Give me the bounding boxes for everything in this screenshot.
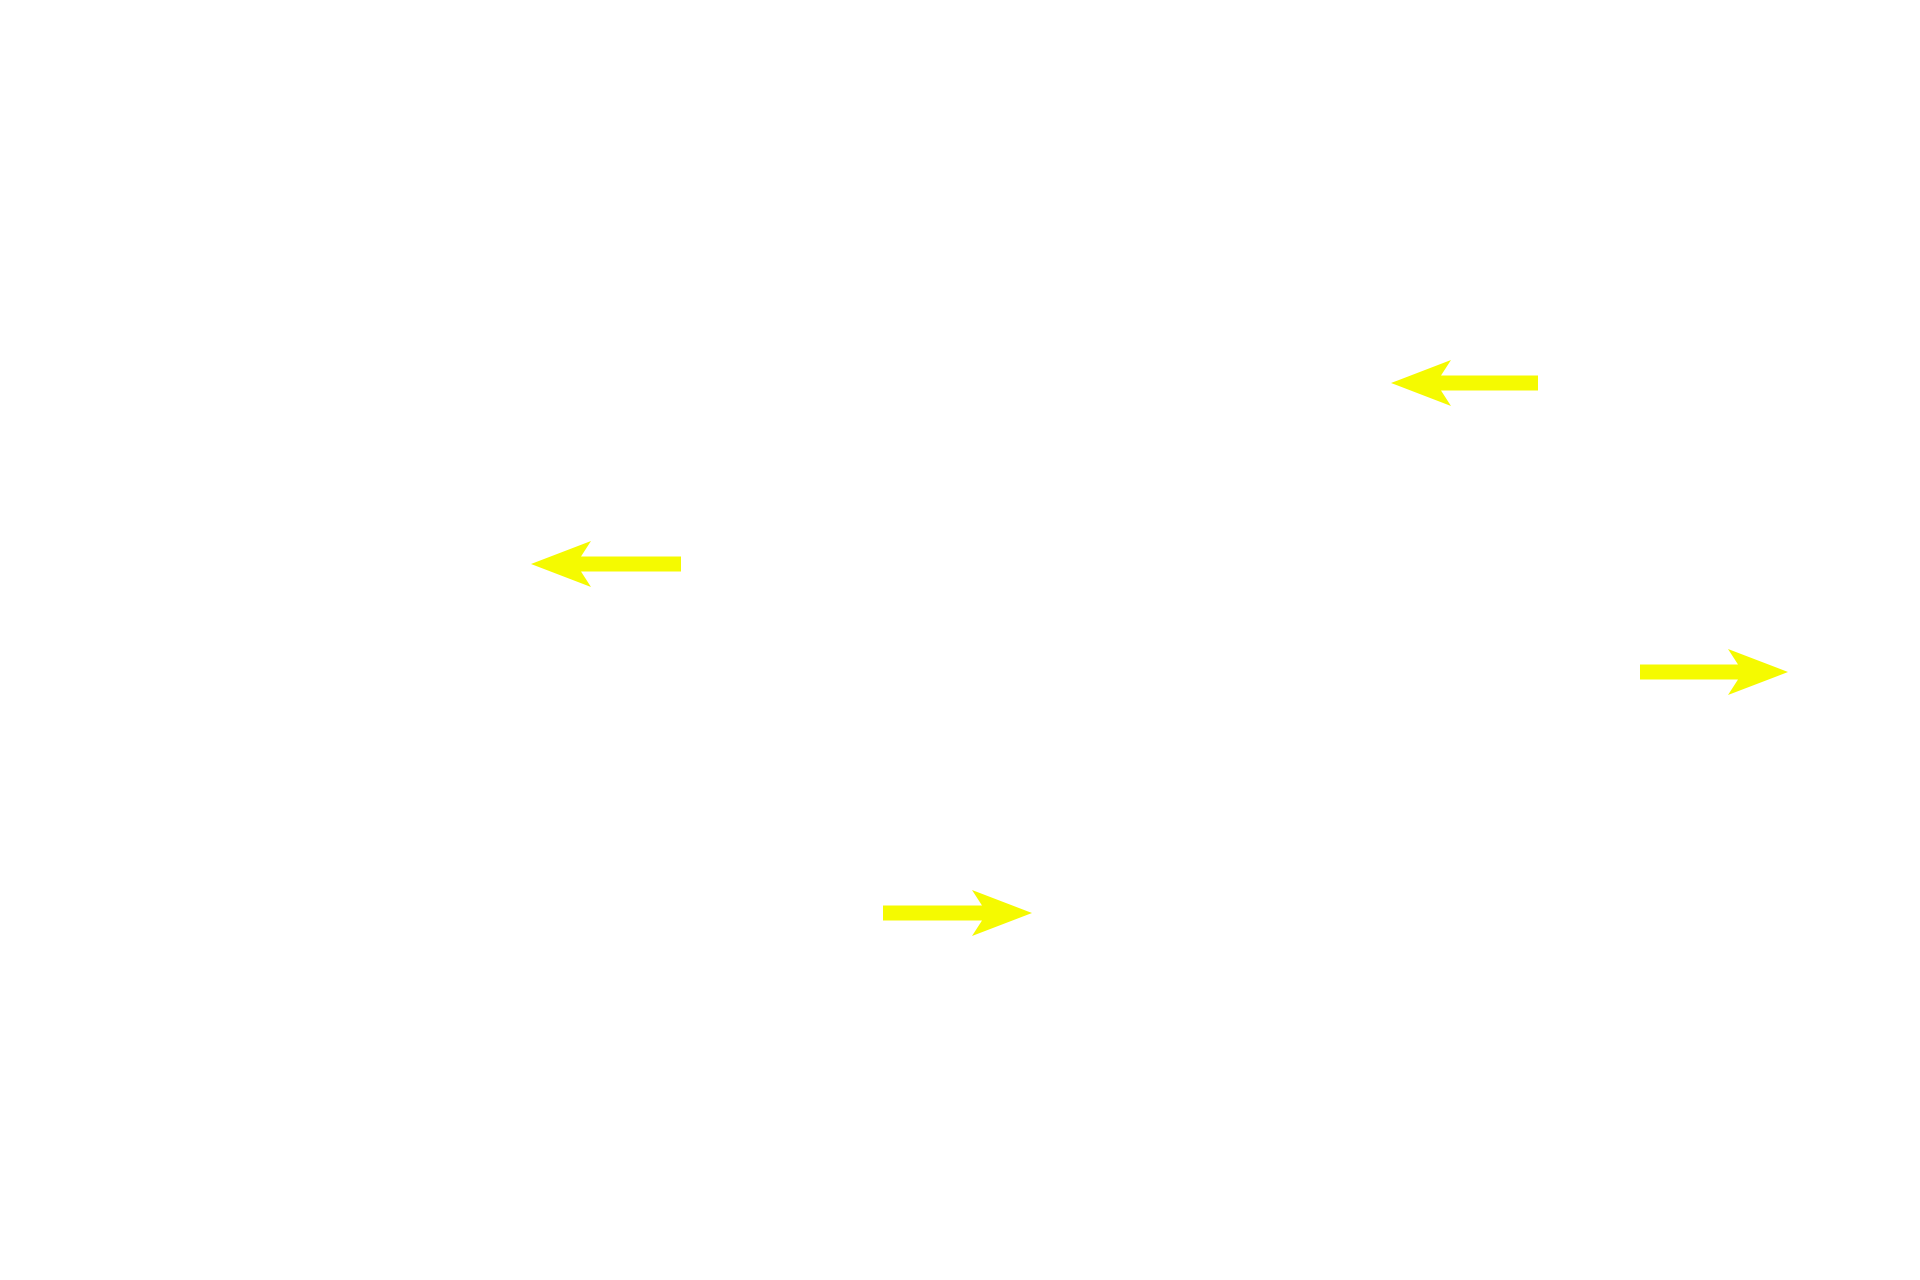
arrow-right-icon bbox=[883, 890, 1032, 936]
arrow-left-icon bbox=[531, 541, 681, 587]
arrow-right-icon bbox=[1640, 649, 1788, 695]
arrow-left-icon bbox=[1391, 360, 1538, 406]
